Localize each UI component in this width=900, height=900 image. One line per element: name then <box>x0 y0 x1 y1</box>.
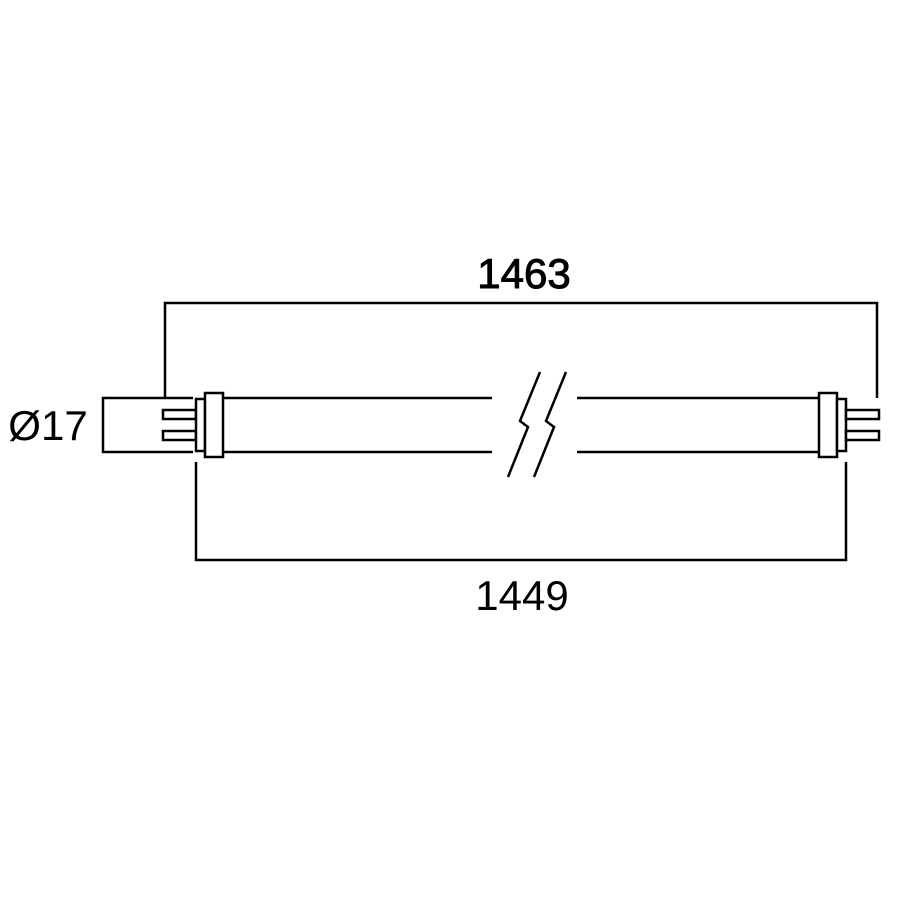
left-pin-bottom <box>161 429 198 442</box>
left-pins <box>161 408 198 442</box>
left-cap-body <box>203 391 225 459</box>
glass-body-left <box>223 396 492 454</box>
diameter-value: Ø17 <box>8 402 87 449</box>
tube-length-dimension-bracket <box>194 462 848 562</box>
diameter-dimension-bracket <box>101 396 193 454</box>
right-pins <box>844 408 881 442</box>
overall-length-dimension-bracket <box>163 301 879 398</box>
right-cap-body <box>817 391 839 459</box>
glass-body-right <box>577 396 819 454</box>
tube-length-value: 1449 <box>475 572 568 619</box>
right-pin-top <box>844 408 881 421</box>
break-line-right <box>532 371 568 478</box>
break-line-left <box>506 371 542 478</box>
break-symbol <box>506 371 568 478</box>
fluorescent-tube <box>161 371 881 478</box>
overall-length-value: 1463 <box>477 250 570 297</box>
right-cap-face <box>835 397 848 453</box>
left-cap-face <box>194 397 207 453</box>
left-pin-top <box>161 408 198 421</box>
right-end-cap <box>817 391 848 459</box>
overall-length-dimension: 1463 <box>163 250 879 398</box>
diameter-dimension: Ø17 <box>8 396 193 454</box>
right-pin-bottom <box>844 429 881 442</box>
tube-length-dimension: 1449 <box>194 462 848 619</box>
left-end-cap <box>194 391 225 459</box>
